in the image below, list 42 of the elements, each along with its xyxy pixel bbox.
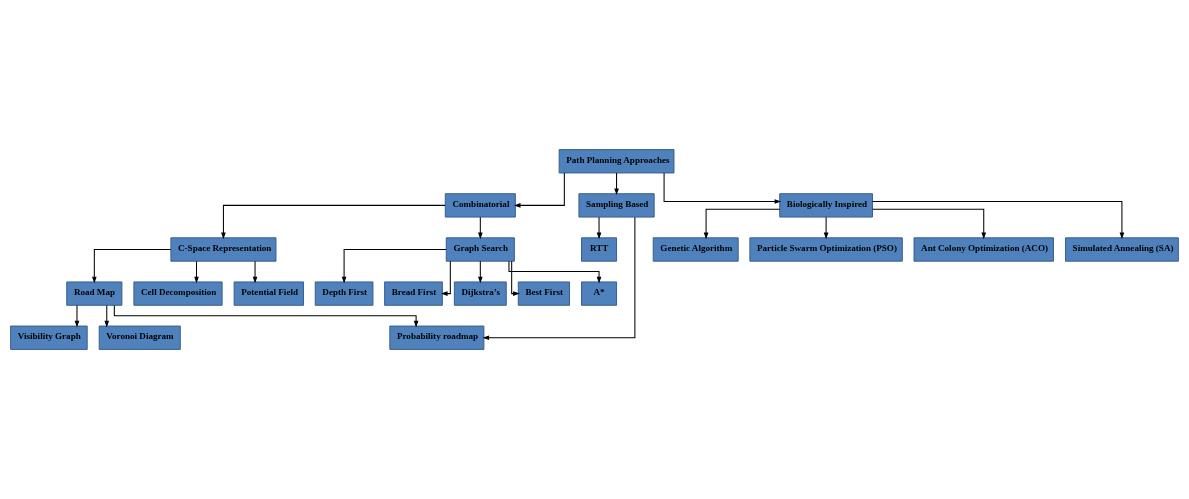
node-box: Best First <box>517 281 570 306</box>
node-box: Combinatorial <box>444 193 516 218</box>
node-box: Voronoi Diagram <box>98 325 181 350</box>
node-box: C-Space Representation <box>170 237 277 262</box>
node-box: Depth First <box>314 281 374 306</box>
node-box: Particle Swarm Optimization (PSO) <box>749 237 903 262</box>
node-box: Potential Field <box>233 281 305 306</box>
arrow <box>113 304 419 328</box>
arrow <box>482 216 636 341</box>
arrow <box>194 260 199 284</box>
arrow <box>871 200 1125 240</box>
arrow <box>92 249 172 284</box>
arrow <box>823 216 829 240</box>
node-box: Ant Colony Optimization (ACO) <box>913 237 1054 262</box>
node-box: Path Planning Approaches <box>558 149 675 174</box>
arrow <box>221 204 446 240</box>
node-box: Sampling Based <box>578 193 655 218</box>
node-box: Dijkstra’s <box>453 281 507 306</box>
node-box: Graph Search <box>445 237 515 262</box>
node-box: Biologically Inspired <box>779 193 873 218</box>
arrow <box>703 208 781 240</box>
arrow <box>663 172 782 204</box>
node-box: Simulated Annealing (SA) <box>1065 237 1179 262</box>
node-box: RTT <box>581 237 618 262</box>
node-box: Visibility Graph <box>10 325 88 350</box>
arrow <box>513 172 565 208</box>
arrow <box>511 260 520 296</box>
arrow <box>872 208 987 240</box>
arrow <box>596 216 602 240</box>
node-box: Cell Decomposition <box>133 281 223 306</box>
arrow <box>252 260 258 284</box>
arrow <box>74 304 80 328</box>
node-box: A* <box>581 281 618 306</box>
node-box: Bread First <box>384 281 443 306</box>
arrow <box>478 260 483 284</box>
node-box: Probability roadmap <box>389 325 485 350</box>
arrow <box>508 260 602 284</box>
arrow <box>440 260 451 296</box>
arrow <box>341 249 447 284</box>
arrow <box>104 304 110 328</box>
node-box: Road Map <box>66 281 123 306</box>
node-box: Genetic Algorithm <box>652 237 739 262</box>
